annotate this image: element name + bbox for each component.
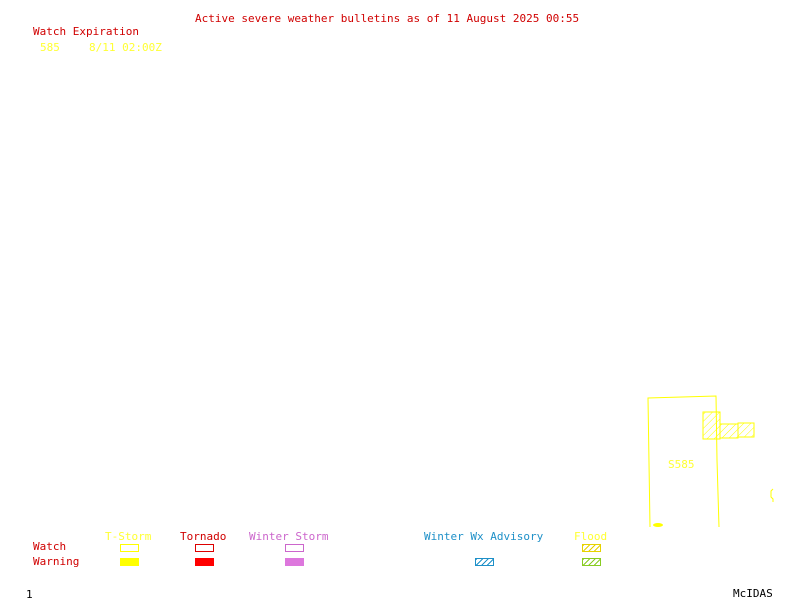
tstorm-watch-swatch bbox=[120, 544, 139, 552]
watch-expiration-heading: Watch Expiration bbox=[33, 25, 139, 38]
county-mark bbox=[770, 488, 774, 502]
legend-warning-row-label: Warning bbox=[33, 555, 80, 568]
winter-storm-warning-swatch bbox=[285, 558, 304, 566]
flood-watch-swatch bbox=[582, 544, 601, 552]
watch-box-outline bbox=[647, 395, 720, 528]
software-label: McIDAS bbox=[733, 587, 773, 600]
winter-wx-advisory-swatch bbox=[475, 558, 494, 566]
flood-warning-swatch bbox=[582, 558, 601, 566]
flood-area-3 bbox=[737, 422, 755, 438]
flood-area-1 bbox=[702, 411, 721, 440]
legend-winter-storm-label: Winter Storm bbox=[249, 530, 329, 543]
bulletin-title: Active severe weather bulletins as of 11… bbox=[195, 12, 580, 25]
flood-area-2 bbox=[719, 423, 739, 439]
tornado-watch-swatch bbox=[195, 544, 214, 552]
watch-number: 585 bbox=[40, 41, 60, 54]
legend-tstorm-label: T-Storm bbox=[105, 530, 152, 543]
winter-storm-watch-swatch bbox=[285, 544, 304, 552]
watch-box-label: S585 bbox=[668, 458, 695, 471]
warning-blob bbox=[653, 523, 663, 527]
tornado-warning-swatch bbox=[195, 558, 214, 566]
legend-watch-row-label: Watch bbox=[33, 540, 67, 553]
watch-expiration-time: 8/11 02:00Z bbox=[89, 41, 162, 54]
legend-flood-label: Flood bbox=[574, 530, 608, 543]
frame-number: 1 bbox=[26, 588, 33, 601]
tstorm-warning-swatch bbox=[120, 558, 139, 566]
legend-tornado-label: Tornado bbox=[180, 530, 227, 543]
legend-winter-wx-advisory-label: Winter Wx Advisory bbox=[424, 530, 544, 543]
